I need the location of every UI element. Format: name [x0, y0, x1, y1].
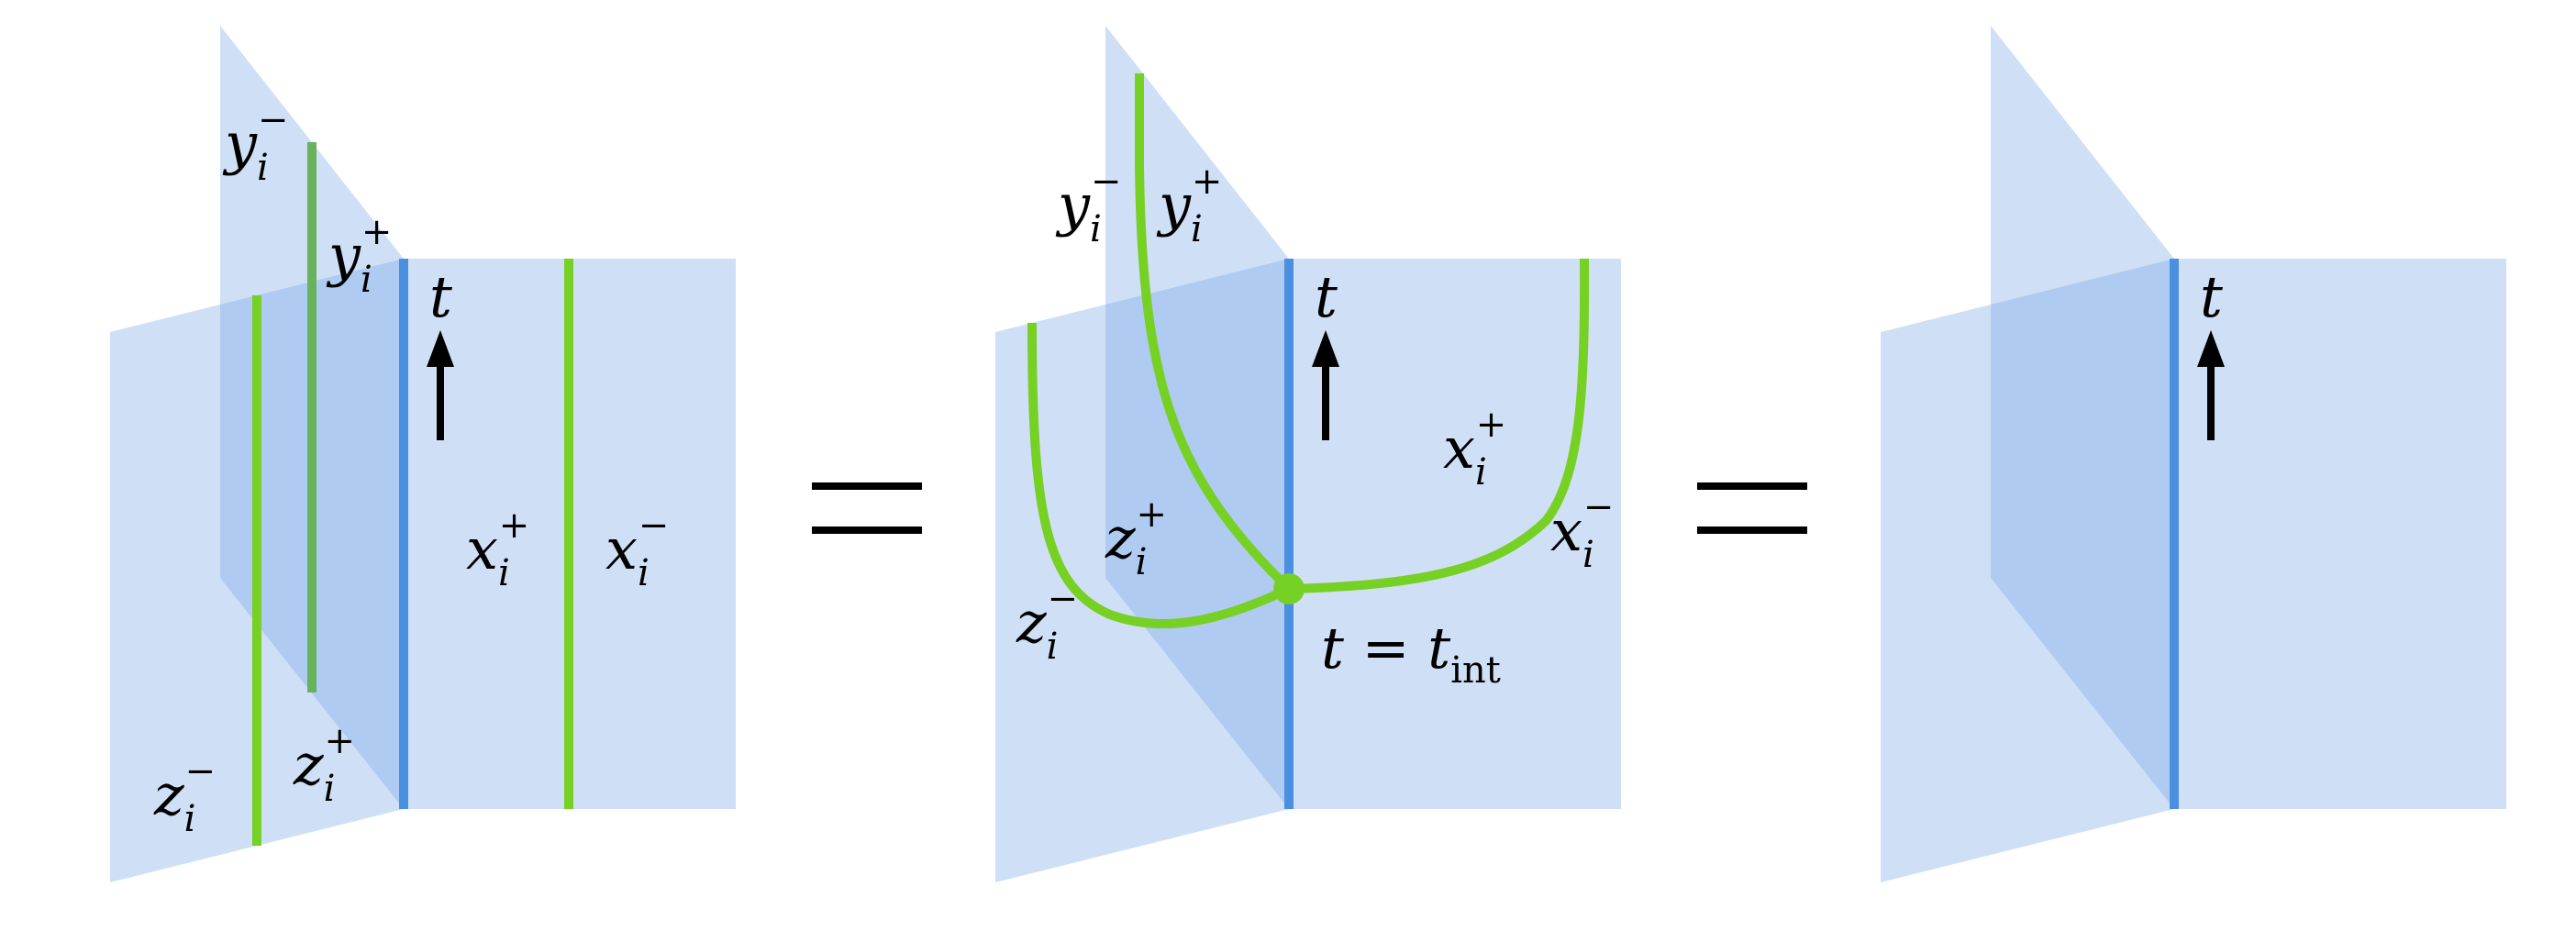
label-z-plus: zi+	[293, 720, 355, 810]
z-curve	[1027, 322, 1292, 629]
label-z-minus: zi−	[153, 750, 216, 840]
label-t-int: t = tint	[1321, 615, 1501, 692]
y-curve	[1135, 73, 1293, 593]
label-y-minus: yi−	[1055, 161, 1121, 250]
right-sheet	[2174, 259, 2506, 809]
panel-1: t yi− yi+ xi+ xi− zi− zi+	[110, 26, 736, 882]
panel-3: t	[1881, 26, 2506, 882]
right-sheet	[1289, 259, 1621, 809]
x-curve	[1288, 258, 1590, 593]
t-label: t	[2200, 263, 2223, 330]
label-x-minus: xi−	[1550, 486, 1614, 576]
label-y-minus: yi−	[222, 99, 288, 189]
label-z-plus: zi+	[1105, 493, 1167, 583]
time-arrow-head	[427, 330, 454, 367]
label-x-plus: xi+	[1443, 404, 1506, 493]
equals-sign-2	[1697, 482, 1807, 534]
equals-sign-1	[812, 482, 922, 534]
label-x-plus: xi+	[466, 504, 529, 594]
time-arrow-head	[1312, 330, 1339, 367]
t-label: t	[1315, 263, 1338, 330]
panel-2: t yi− yi+ xi+ xi− zi+ zi− t = tint	[995, 26, 1621, 882]
label-x-minus: xi−	[605, 504, 669, 594]
label-y-plus: yi+	[326, 211, 392, 301]
label-z-minus: zi−	[1016, 578, 1078, 668]
interaction-vertex	[1273, 573, 1305, 604]
label-y-plus: yi+	[1156, 161, 1222, 250]
t-label: t	[429, 263, 452, 330]
sheet-overlap	[1991, 259, 2174, 809]
time-arrow-head	[2197, 330, 2225, 367]
sheet-overlap	[1105, 259, 1289, 809]
